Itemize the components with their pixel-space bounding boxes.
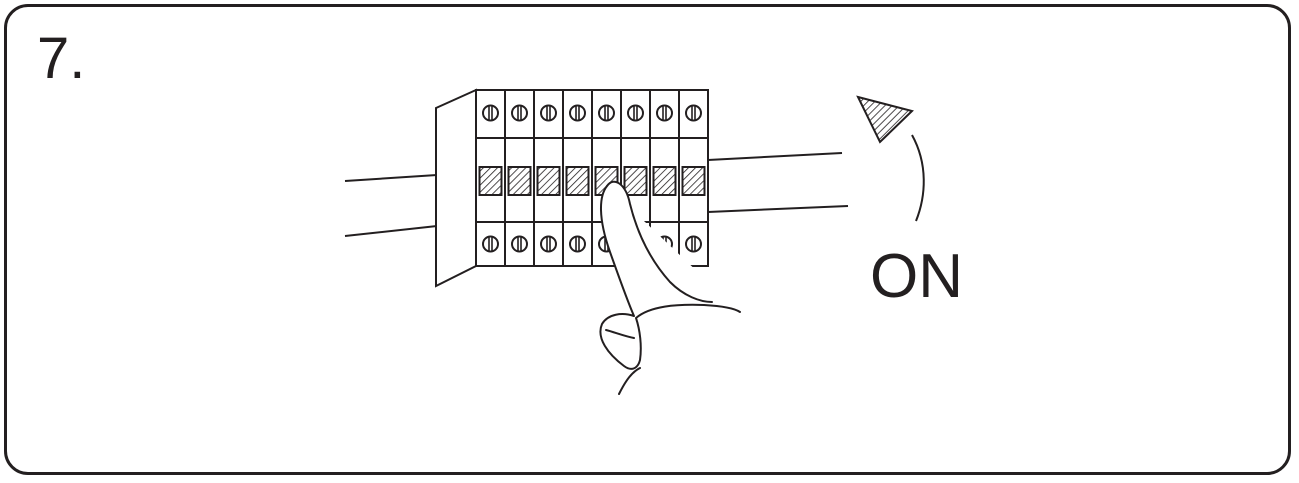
panel-side: [435, 88, 477, 288]
step-frame: [4, 4, 1291, 475]
step-number: 7.: [37, 26, 86, 91]
terminal-screw: [685, 235, 702, 253]
breaker-switch[interactable]: [507, 166, 532, 196]
terminal-screw: [540, 235, 557, 253]
cable-left: [344, 171, 448, 237]
breaker-switch[interactable]: [565, 166, 590, 196]
finger: [599, 180, 741, 395]
terminal-screw: [511, 235, 528, 253]
on-label: ON: [870, 242, 963, 311]
terminal-screw: [685, 104, 702, 122]
terminal-screw: [482, 235, 499, 253]
breaker-switch[interactable]: [652, 166, 677, 196]
terminal-screw: [482, 104, 499, 122]
terminal-screw: [656, 104, 673, 122]
terminal-screw: [511, 104, 528, 122]
terminal-screw: [540, 104, 557, 122]
breaker-switch[interactable]: [478, 166, 503, 196]
breaker-switch[interactable]: [681, 166, 706, 196]
terminal-screw: [598, 104, 615, 122]
terminal-screw: [569, 104, 586, 122]
breaker-switch[interactable]: [536, 166, 561, 196]
terminal-screw: [569, 235, 586, 253]
on-arrow: [856, 95, 925, 222]
breaker-switch[interactable]: [623, 166, 648, 196]
terminal-screw: [627, 104, 644, 122]
breaker-switches: [478, 166, 706, 196]
cable-right: [707, 152, 849, 213]
